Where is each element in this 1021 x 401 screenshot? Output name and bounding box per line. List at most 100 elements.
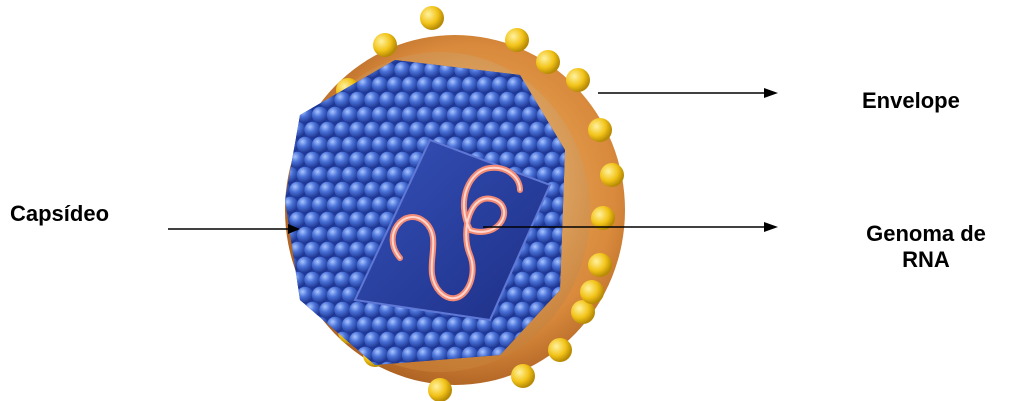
capsomere <box>424 122 440 138</box>
capsomere <box>417 77 433 93</box>
capsomere <box>499 302 515 318</box>
capsomere <box>304 182 320 198</box>
capsomere <box>432 77 448 93</box>
glycoprotein-spike <box>588 118 612 142</box>
capsomere <box>409 122 425 138</box>
capsomere <box>447 107 463 123</box>
capsomere <box>477 107 493 123</box>
capsomere <box>289 152 305 168</box>
capsomere <box>379 332 395 348</box>
capsomere <box>522 137 538 153</box>
capsomere <box>342 167 358 183</box>
capsomere <box>477 137 493 153</box>
capsomere <box>469 92 485 108</box>
capsomere <box>282 47 298 63</box>
capsomere <box>342 257 358 273</box>
capsomere <box>537 257 553 273</box>
capsomere <box>417 107 433 123</box>
capsomere <box>289 182 305 198</box>
capsomere <box>297 137 313 153</box>
capsomere <box>364 212 380 228</box>
capsomere <box>379 152 395 168</box>
capsomere <box>402 137 418 153</box>
capsomere <box>349 182 365 198</box>
capsomere <box>484 92 500 108</box>
capsomere <box>514 92 530 108</box>
capsomere <box>544 242 560 258</box>
capsomere <box>304 92 320 108</box>
capsomere <box>364 182 380 198</box>
capsomere <box>334 92 350 108</box>
capsomere <box>289 92 305 108</box>
capsomere <box>559 362 575 378</box>
capsomere <box>357 317 373 333</box>
capsomere <box>567 47 583 63</box>
capsomere <box>267 137 283 153</box>
capsomere <box>402 77 418 93</box>
capsomere <box>297 347 313 363</box>
capsomere <box>342 317 358 333</box>
glycoprotein-spike <box>420 6 444 30</box>
capsomere <box>462 317 478 333</box>
capsomere <box>544 152 560 168</box>
capsomere <box>372 197 388 213</box>
capsomere <box>514 122 530 138</box>
capsomere <box>342 197 358 213</box>
capsomere <box>304 302 320 318</box>
capsomere <box>282 317 298 333</box>
capsomere <box>387 107 403 123</box>
capsomere <box>372 317 388 333</box>
capsomere <box>297 317 313 333</box>
label-genome-line1: Genoma de <box>851 221 1001 247</box>
capsomere <box>349 152 365 168</box>
capsomere <box>319 122 335 138</box>
capsomere <box>439 92 455 108</box>
capsomere <box>349 362 365 378</box>
capsomere <box>327 347 343 363</box>
capsomere <box>499 92 515 108</box>
capsomere <box>297 107 313 123</box>
capsomere <box>544 272 560 288</box>
capsomere <box>387 77 403 93</box>
capsomere <box>327 227 343 243</box>
capsomere <box>282 197 298 213</box>
capsomere <box>282 347 298 363</box>
capsomere <box>342 227 358 243</box>
capsomere <box>499 122 515 138</box>
capsomere <box>357 167 373 183</box>
capsomere <box>432 317 448 333</box>
capsomere <box>274 272 290 288</box>
capsomere <box>267 257 283 273</box>
capsomere <box>409 332 425 348</box>
capsomere <box>312 47 328 63</box>
glycoprotein-spike <box>428 378 452 401</box>
capsomere <box>574 362 590 378</box>
capsomere <box>327 167 343 183</box>
glycoprotein-spike <box>373 33 397 57</box>
capsomere <box>379 122 395 138</box>
capsomere <box>327 107 343 123</box>
glycoprotein-spike <box>505 28 529 52</box>
capsomere <box>274 302 290 318</box>
capsomere <box>289 62 305 78</box>
capsomere <box>282 107 298 123</box>
capsomere <box>319 272 335 288</box>
capsomere <box>297 257 313 273</box>
capsomere <box>319 62 335 78</box>
capsomere <box>304 122 320 138</box>
capsomere <box>304 272 320 288</box>
capsomere <box>349 92 365 108</box>
capsomere <box>267 317 283 333</box>
capsomere <box>297 167 313 183</box>
capsomere <box>334 272 350 288</box>
capsomere <box>349 302 365 318</box>
capsomere <box>327 287 343 303</box>
capsomere <box>274 92 290 108</box>
capsomere <box>394 152 410 168</box>
label-envelope: Envelope <box>862 88 960 114</box>
capsomere <box>447 317 463 333</box>
capsomere <box>387 347 403 363</box>
capsomere <box>439 332 455 348</box>
capsomere <box>334 182 350 198</box>
arrow-right-icon <box>764 222 778 232</box>
